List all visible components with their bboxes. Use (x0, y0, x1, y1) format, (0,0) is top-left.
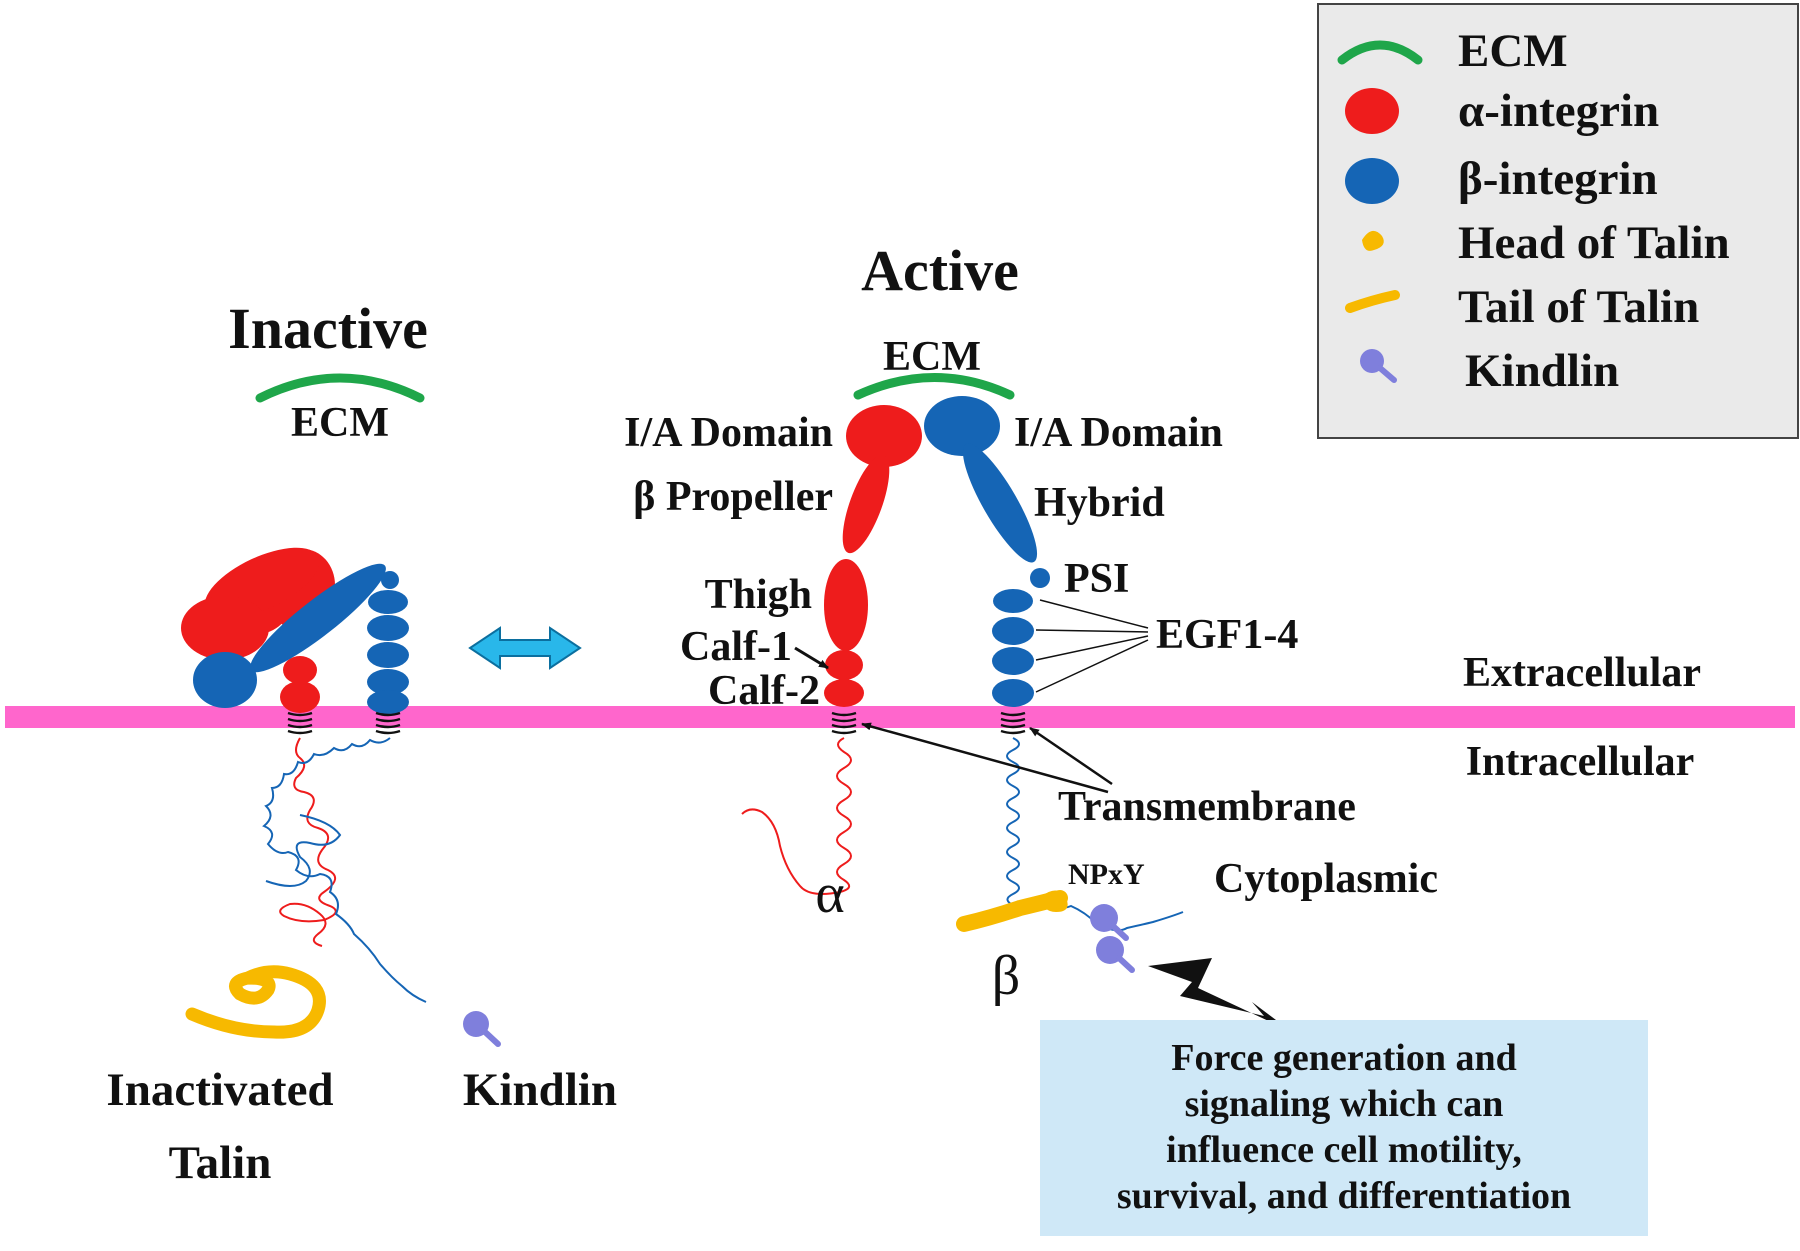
beta-propeller-label: β Propeller (633, 474, 833, 520)
info-box-background (1040, 1020, 1648, 1236)
inactive-title: Inactive (228, 296, 428, 361)
active-beta-ia-domain (924, 396, 1000, 456)
signaling-info-box: Force generation and signaling which can… (1040, 1020, 1648, 1236)
talin-head-icon (1042, 890, 1068, 912)
inactivated-talin-label-line2: Talin (169, 1137, 272, 1189)
legend-label-talin-tail: Tail of Talin (1458, 281, 1699, 333)
intracellular-label: Intracellular (1466, 739, 1695, 785)
info-box-line4: survival, and differentiation (1117, 1175, 1571, 1217)
psi-label: PSI (1064, 556, 1129, 602)
inactive-beta-ia-domain (193, 652, 257, 708)
extracellular-label: Extracellular (1463, 650, 1701, 696)
active-ecm-label: ECM (883, 334, 981, 380)
inactive-alpha-calf (280, 681, 320, 713)
active-beta-egf (992, 679, 1034, 707)
info-box-line1: Force generation and (1171, 1037, 1516, 1079)
active-alpha-calf1 (825, 650, 863, 680)
legend-label-talin-head: Head of Talin (1458, 217, 1730, 269)
cytoplasmic-label: Cytoplasmic (1214, 856, 1438, 902)
transmembrane-arrow-alpha (861, 722, 1109, 794)
inactive-alpha-transmembrane (287, 711, 313, 735)
active-beta-hybrid (962, 443, 1038, 563)
cell-membrane (5, 706, 1795, 728)
active-kindlin-icon (1090, 904, 1129, 941)
inactive-beta-egf (367, 669, 409, 695)
talin-head-icon (1362, 230, 1384, 251)
legend-label-kindlin: Kindlin (1465, 345, 1619, 397)
active-beta-egf (993, 589, 1033, 613)
inactivated-talin-label-line1: Inactivated (106, 1064, 333, 1116)
inactive-alpha-calf (283, 656, 317, 684)
active-beta-egf (992, 647, 1034, 675)
egf-label: EGF1-4 (1156, 612, 1298, 658)
inactive-kindlin-icon (463, 1011, 501, 1047)
info-box-line3: influence cell motility, (1166, 1129, 1522, 1171)
lightning-bolt-icon (1148, 958, 1292, 1032)
legend: ECM α-integrin β-integrin Head of Talin … (1317, 3, 1799, 439)
ecm-arc-icon (255, 373, 425, 403)
active-beta-transmembrane (1000, 711, 1026, 735)
kindlin-icon (1360, 349, 1397, 383)
active-alpha-transmembrane (831, 711, 857, 735)
double-arrow-icon (468, 626, 582, 670)
active-alpha-ia-domain (846, 405, 922, 467)
alpha-integrin-icon (1345, 88, 1399, 134)
active-alpha-beta-propeller (842, 454, 890, 554)
transmembrane-arrow-beta (1029, 726, 1113, 786)
inactive-beta-tail (262, 737, 427, 1003)
active-kindlin-icon (1096, 936, 1135, 973)
ecm-arc-icon (1337, 40, 1423, 65)
thigh-label: Thigh (705, 572, 812, 618)
legend-label-ecm: ECM (1458, 25, 1568, 77)
inactive-beta-psi (381, 571, 399, 589)
active-integrin (741, 396, 1184, 973)
alpha-symbol: α (815, 863, 844, 925)
inactive-beta-egf (368, 590, 408, 614)
inactive-beta-egf (367, 690, 409, 714)
inactive-beta-egf (367, 642, 409, 668)
legend-box (1317, 3, 1799, 439)
legend-label-beta-integrin: β-integrin (1458, 153, 1658, 205)
inactive-beta-tail (265, 814, 342, 887)
active-alpha-calf2 (824, 679, 864, 707)
inactive-beta-egf (367, 615, 409, 641)
inactive-alpha-tail (279, 737, 337, 947)
calf1-pointer-arrow (794, 646, 829, 670)
info-box-line2: signaling which can (1185, 1083, 1504, 1125)
beta-ia-domain-label: I/A Domain (1014, 410, 1223, 456)
egf-pointer-lines (1035, 599, 1149, 693)
inactive-ecm-label: ECM (291, 400, 389, 446)
active-title: Active (861, 238, 1019, 303)
legend-label-alpha-integrin: α-integrin (1458, 85, 1659, 137)
inactive-kindlin-label: Kindlin (463, 1064, 617, 1116)
inactive-alpha-domain (181, 596, 269, 660)
talin-tail-icon (1345, 290, 1400, 313)
active-beta-psi (1030, 568, 1050, 588)
active-alpha-tail (741, 737, 852, 895)
beta-symbol: β (992, 945, 1021, 1007)
inactivated-talin-icon (185, 965, 326, 1039)
inactive-integrin (181, 547, 427, 1003)
hybrid-label: Hybrid (1034, 480, 1165, 526)
alpha-ia-domain-label: I/A Domain (624, 410, 833, 456)
active-beta-egf (992, 617, 1034, 645)
inactive-beta-transmembrane (375, 711, 401, 735)
beta-integrin-icon (1345, 158, 1399, 204)
npxy-label: NPxY (1068, 858, 1145, 891)
calf1-label: Calf-1 (680, 624, 792, 670)
inactive-beta-hybrid (250, 563, 386, 673)
calf2-label: Calf-2 (708, 668, 820, 714)
active-beta-tail (1006, 737, 1184, 932)
ecm-arc-icon (853, 373, 1015, 400)
active-alpha-thigh (824, 559, 868, 651)
